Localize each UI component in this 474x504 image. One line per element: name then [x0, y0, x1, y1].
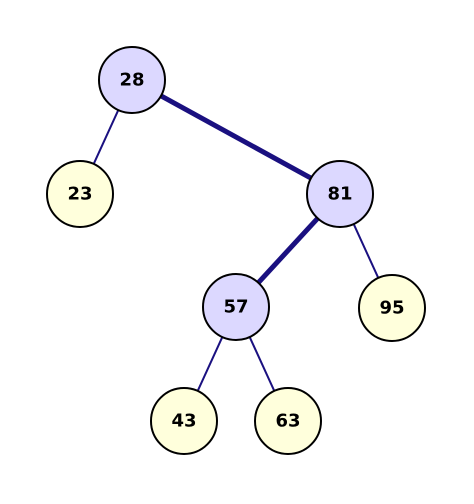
node-circle	[202, 273, 270, 341]
tree-node-95: 95	[358, 274, 426, 342]
node-circle	[254, 387, 322, 455]
node-circle	[306, 160, 374, 228]
tree-node-43: 43	[150, 387, 218, 455]
tree-node-81: 81	[306, 160, 374, 228]
edge-57-63	[248, 336, 276, 392]
node-label: 95	[379, 298, 404, 319]
node-label: 63	[275, 411, 300, 432]
tree-node-57: 57	[202, 273, 270, 341]
node-label: 28	[119, 70, 144, 91]
node-circle	[150, 387, 218, 455]
edge-57-43	[196, 336, 224, 392]
tree-node-28: 28	[98, 46, 166, 114]
tree-node-23: 23	[46, 160, 114, 228]
node-circle	[98, 46, 166, 114]
node-circle	[46, 160, 114, 228]
nodes-layer: 28 23 81 57 95 43 63	[46, 46, 426, 455]
edge-28-23	[92, 109, 120, 165]
node-label: 43	[171, 411, 196, 432]
node-label: 81	[327, 184, 352, 205]
tree-node-63: 63	[254, 387, 322, 455]
edge-81-57	[256, 216, 320, 285]
node-label: 23	[67, 184, 92, 205]
node-label: 57	[223, 297, 248, 318]
edge-81-95	[352, 223, 380, 279]
edge-28-81	[159, 93, 313, 181]
node-circle	[358, 274, 426, 342]
edges-layer	[92, 93, 380, 392]
